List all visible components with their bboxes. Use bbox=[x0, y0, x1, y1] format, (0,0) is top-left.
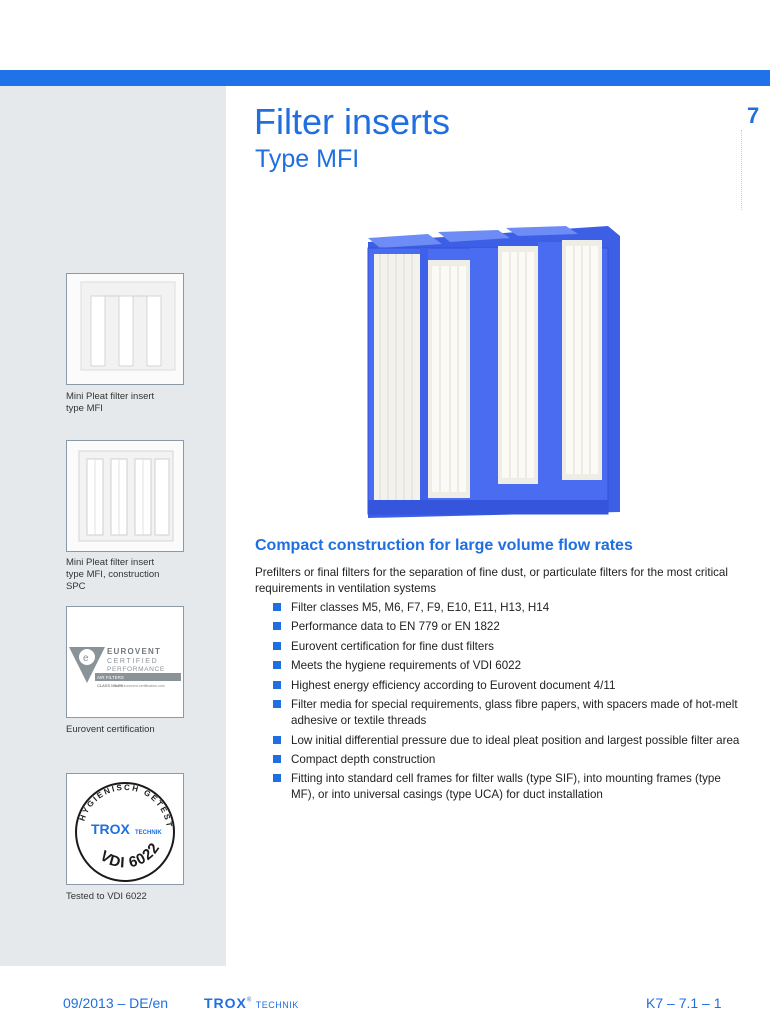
trox-logo-brand: TROX bbox=[204, 995, 247, 1011]
chapter-tab-marker bbox=[741, 130, 770, 210]
vdi-seal-box: HYGIENISCH GETESTET TROX TECHNIK VDI 602… bbox=[66, 773, 184, 885]
trox-logo: TROX® TECHNIK bbox=[204, 995, 299, 1011]
page-subtitle: Type MFI bbox=[255, 145, 360, 173]
list-item-text: Performance data to EN 779 or EN 1822 bbox=[291, 620, 500, 634]
section-heading: Compact construction for large volume fl… bbox=[255, 537, 633, 554]
svg-text:EUROVENT: EUROVENT bbox=[107, 647, 161, 656]
list-item-text: Low initial differential pressure due to… bbox=[291, 733, 740, 747]
filter-thumbnail-1 bbox=[66, 273, 184, 385]
svg-text:e: e bbox=[83, 653, 89, 664]
filter-product-image bbox=[358, 222, 628, 522]
list-item-text: Fitting into standard cell frames for fi… bbox=[291, 772, 721, 802]
bullet-square-icon bbox=[273, 700, 281, 709]
figure-caption-4: Tested to VDI 6022 bbox=[66, 891, 147, 902]
filter-thumbnail-2 bbox=[66, 440, 184, 552]
eurovent-logo-icon: e EUROVENT CERTIFIED PERFORMANCE AIR FIL… bbox=[69, 647, 181, 688]
feature-list: Filter classes M5, M6, F7, F9, E10, E11,… bbox=[273, 600, 743, 807]
chapter-number: 7 bbox=[747, 103, 760, 128]
list-item-text: Compact depth construction bbox=[291, 752, 436, 766]
list-item: Filter classes M5, M6, F7, F9, E10, E11,… bbox=[273, 600, 743, 616]
eurovent-logo-box: e EUROVENT CERTIFIED PERFORMANCE AIR FIL… bbox=[66, 606, 184, 718]
bullet-square-icon bbox=[273, 774, 281, 783]
list-item: Fitting into standard cell frames for fi… bbox=[273, 771, 743, 802]
bullet-square-icon bbox=[273, 680, 281, 689]
list-item-text: Highest energy efficiency according to E… bbox=[291, 678, 616, 692]
page-title: Filter inserts bbox=[254, 101, 451, 142]
bullet-square-icon bbox=[273, 754, 281, 763]
list-item: Eurovent certification for fine dust fil… bbox=[273, 639, 743, 655]
bullet-square-icon bbox=[273, 641, 281, 650]
svg-text:TROX: TROX bbox=[91, 821, 131, 837]
intro-paragraph: Prefilters or final filters for the sepa… bbox=[255, 566, 728, 595]
bullet-square-icon bbox=[273, 735, 281, 744]
list-item: Highest energy efficiency according to E… bbox=[273, 678, 743, 694]
list-item: Performance data to EN 779 or EN 1822 bbox=[273, 619, 743, 635]
bullet-square-icon bbox=[273, 622, 281, 631]
top-accent-bar bbox=[0, 70, 770, 86]
list-item-text: Filter media for special requirements, g… bbox=[291, 698, 738, 728]
svg-text:CERTIFIED: CERTIFIED bbox=[107, 658, 158, 665]
list-item-text: Meets the hygiene requirements of VDI 60… bbox=[291, 659, 522, 673]
hygiene-seal-icon: HYGIENISCH GETESTET TROX TECHNIK VDI 602… bbox=[67, 774, 175, 882]
bullet-square-icon bbox=[273, 661, 281, 670]
page-reference: K7 – 7.1 – 1 bbox=[646, 995, 722, 1011]
list-item: Filter media for special requirements, g… bbox=[273, 697, 743, 728]
svg-text:CLASS M5-F9: CLASS M5-F9 bbox=[97, 683, 124, 688]
svg-text:AIR FILTERS: AIR FILTERS bbox=[97, 675, 124, 680]
list-item: Meets the hygiene requirements of VDI 60… bbox=[273, 658, 743, 674]
figure-caption-1: Mini Pleat filter insert type MFI bbox=[66, 391, 155, 414]
list-item: Low initial differential pressure due to… bbox=[273, 733, 743, 749]
list-item-text: Filter classes M5, M6, F7, F9, E10, E11,… bbox=[291, 601, 550, 614]
figure-caption-2: Mini Pleat filter insert type MFI, const… bbox=[66, 557, 160, 592]
bullet-square-icon bbox=[273, 603, 281, 611]
svg-text:TECHNIK: TECHNIK bbox=[135, 830, 162, 836]
list-item: Compact depth construction bbox=[273, 752, 743, 768]
svg-text:PERFORMANCE: PERFORMANCE bbox=[107, 666, 165, 673]
svg-text:www.eurovent-certification.com: www.eurovent-certification.com bbox=[115, 684, 165, 688]
trox-logo-suffix: TECHNIK bbox=[255, 1000, 299, 1010]
footer-date-language: 09/2013 – DE/en bbox=[63, 995, 169, 1011]
list-item-text: Eurovent certification for fine dust fil… bbox=[291, 639, 494, 653]
figure-caption-3: Eurovent certification bbox=[66, 724, 155, 735]
